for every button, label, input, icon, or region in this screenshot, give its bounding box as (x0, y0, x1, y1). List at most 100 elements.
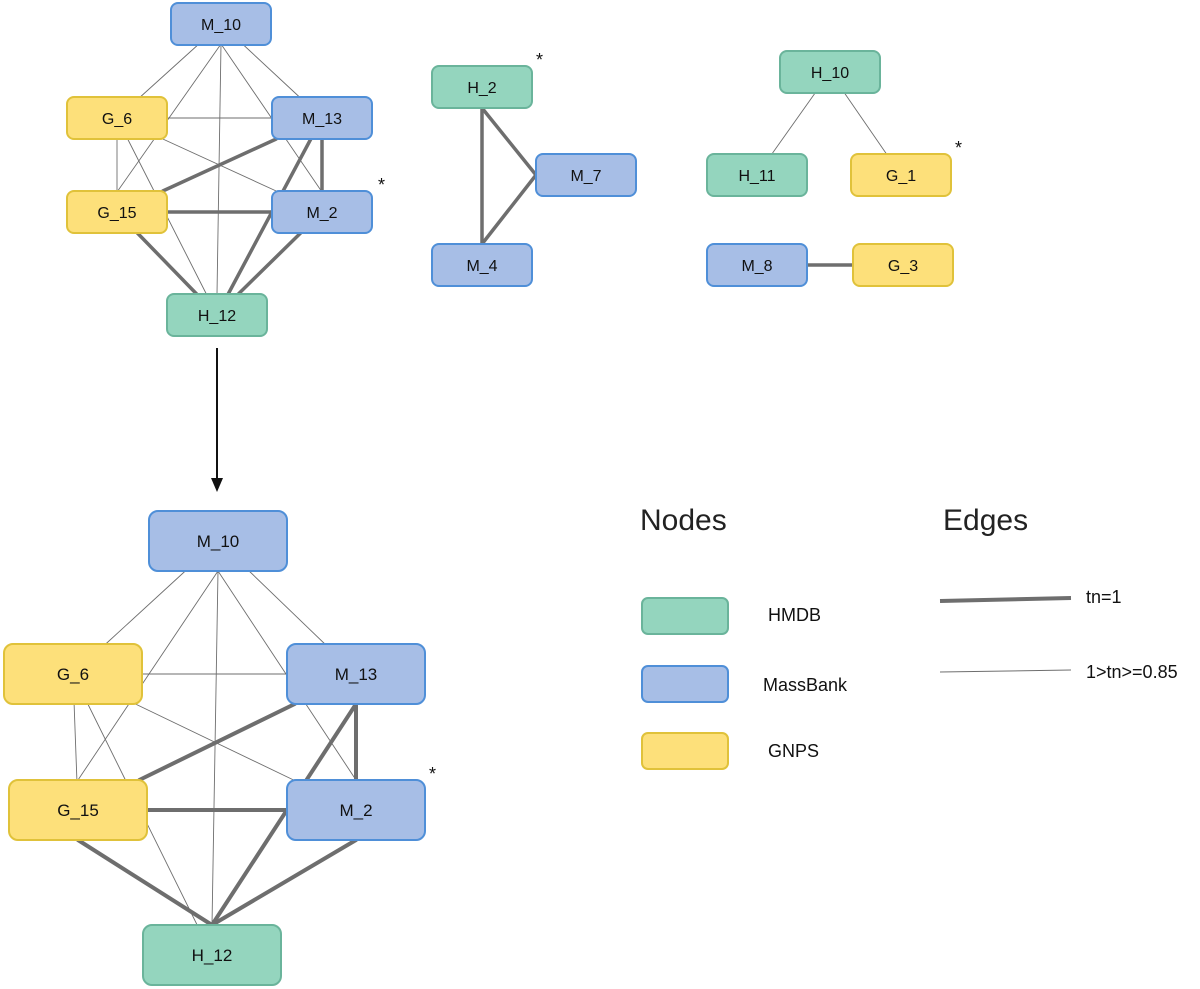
legend-label-hmdb: HMDB (768, 605, 821, 625)
large-cluster-nodes: M_10G_6 M_13G_15 M_2 * H_12 (3, 510, 436, 986)
legend-swatch-hmdb (641, 597, 729, 635)
edge-m10-g15-weak (77, 570, 219, 781)
node-box (852, 243, 954, 287)
legend-edge-strong (939, 596, 1072, 603)
node-m-2: M_2 * (286, 764, 436, 841)
node-label: G_15 (57, 801, 99, 820)
node-label: G_3 (888, 258, 918, 275)
node-label: H_12 (192, 946, 233, 965)
large-cluster-edges (73, 570, 358, 927)
node-h-11: H_11 (706, 153, 808, 197)
node-label: G_6 (57, 665, 89, 684)
node-box (286, 779, 426, 841)
edge-h10-g1-weak (844, 92, 887, 155)
node-box (142, 924, 282, 986)
node-label: M_2 (339, 801, 372, 820)
edge-g6-g15-weak (73, 703, 78, 781)
node-g-1: G_1 * (850, 138, 962, 197)
star-marker: * (955, 138, 962, 158)
legend-label-weak: 1>tn>=0.85 (1086, 662, 1178, 682)
node-label: H_11 (738, 168, 775, 185)
node-box (271, 96, 373, 140)
node-h-12: H_12 (142, 924, 282, 986)
triangle-edges (480, 106, 538, 246)
node-box (706, 153, 808, 197)
node-label: M_7 (570, 168, 601, 185)
edge-h2-m7-strong (480, 106, 538, 177)
node-label: M_2 (306, 205, 337, 222)
node-box (286, 643, 426, 705)
node-box (148, 510, 288, 572)
node-label: H_2 (467, 80, 496, 97)
edge-m2-h12-strong (236, 231, 303, 296)
node-m-10: M_10 (148, 510, 288, 572)
node-box (271, 190, 373, 234)
node-box (66, 96, 168, 140)
edge-m10-g6-weak (105, 570, 186, 645)
node-label: M_10 (197, 532, 240, 551)
pair-nodes: M_8 G_3 (706, 243, 954, 287)
node-label: H_10 (811, 65, 849, 82)
triangle-nodes: H_2 * M_7M_4 (431, 50, 637, 287)
legend-edges-title: Edges (943, 504, 1028, 537)
node-g-3: G_3 (852, 243, 954, 287)
legend-label-strong: tn=1 (1086, 587, 1122, 607)
node-box (779, 50, 881, 94)
node-box (3, 643, 143, 705)
node-label: G_15 (97, 205, 136, 222)
legend-label-massbank: MassBank (763, 675, 848, 695)
node-label: H_12 (198, 308, 236, 325)
edge-m10-h12-weak (216, 43, 222, 295)
node-label: M_8 (741, 258, 772, 275)
node-g-6: G_6 (3, 643, 143, 705)
node-box (535, 153, 637, 197)
node-m-7: M_7 (535, 153, 637, 197)
node-m-13: M_13 (286, 643, 426, 705)
star-marker: * (429, 764, 436, 784)
edge-m13-h12-strong (226, 137, 313, 296)
tree-edges (771, 92, 887, 155)
node-label: M_13 (302, 111, 342, 128)
edge-m13-h12-strong (210, 702, 358, 927)
edge-g15-h12-strong (76, 838, 214, 927)
node-m-10: M_10 (170, 2, 272, 46)
legend-label-gnps: GNPS (768, 741, 819, 761)
node-box (66, 190, 168, 234)
edge-m13-g15-strong (137, 702, 297, 782)
node-m-2: M_2* (271, 175, 385, 234)
node-box (431, 243, 533, 287)
legend-edge-weak (939, 669, 1072, 673)
edge-m10-g6-weak (139, 44, 199, 98)
node-h-12: H_12 (166, 293, 268, 337)
legend: Nodes Edges HMDB MassBank GNPS tn=1 1>tn… (640, 504, 1178, 770)
node-g-15: G_15 (66, 190, 168, 234)
node-box (170, 2, 272, 46)
legend-swatch-massbank (641, 665, 729, 703)
arrow-head (211, 478, 223, 492)
edge-m10-m13-weak (248, 570, 326, 645)
legend-swatch-gnps (641, 732, 729, 770)
small-cluster-nodes: M_10G_6 M_13G_15 M_2* H_12 (66, 2, 385, 337)
node-label: M_10 (201, 17, 241, 34)
node-box (850, 153, 952, 197)
node-label: G_1 (886, 168, 916, 185)
node-box (431, 65, 533, 109)
node-g-6: G_6 (66, 96, 168, 140)
edge-m13-g15-strong (161, 137, 278, 193)
star-marker: * (536, 50, 543, 70)
node-g-15: G_15 (8, 779, 148, 841)
legend-nodes-title: Nodes (640, 504, 727, 537)
node-box (706, 243, 808, 287)
node-label: M_13 (335, 665, 378, 684)
node-h-10: H_10 (779, 50, 881, 94)
expansion-arrow (211, 348, 223, 492)
node-h-2: H_2 * (431, 50, 543, 109)
edge-m7-m4-strong (480, 173, 538, 246)
node-box (8, 779, 148, 841)
edge-m2-h12-strong (210, 838, 358, 927)
small-cluster-edges (116, 43, 324, 296)
node-box (166, 293, 268, 337)
node-m-13: M_13 (271, 96, 373, 140)
node-m-4: M_4 (431, 243, 533, 287)
